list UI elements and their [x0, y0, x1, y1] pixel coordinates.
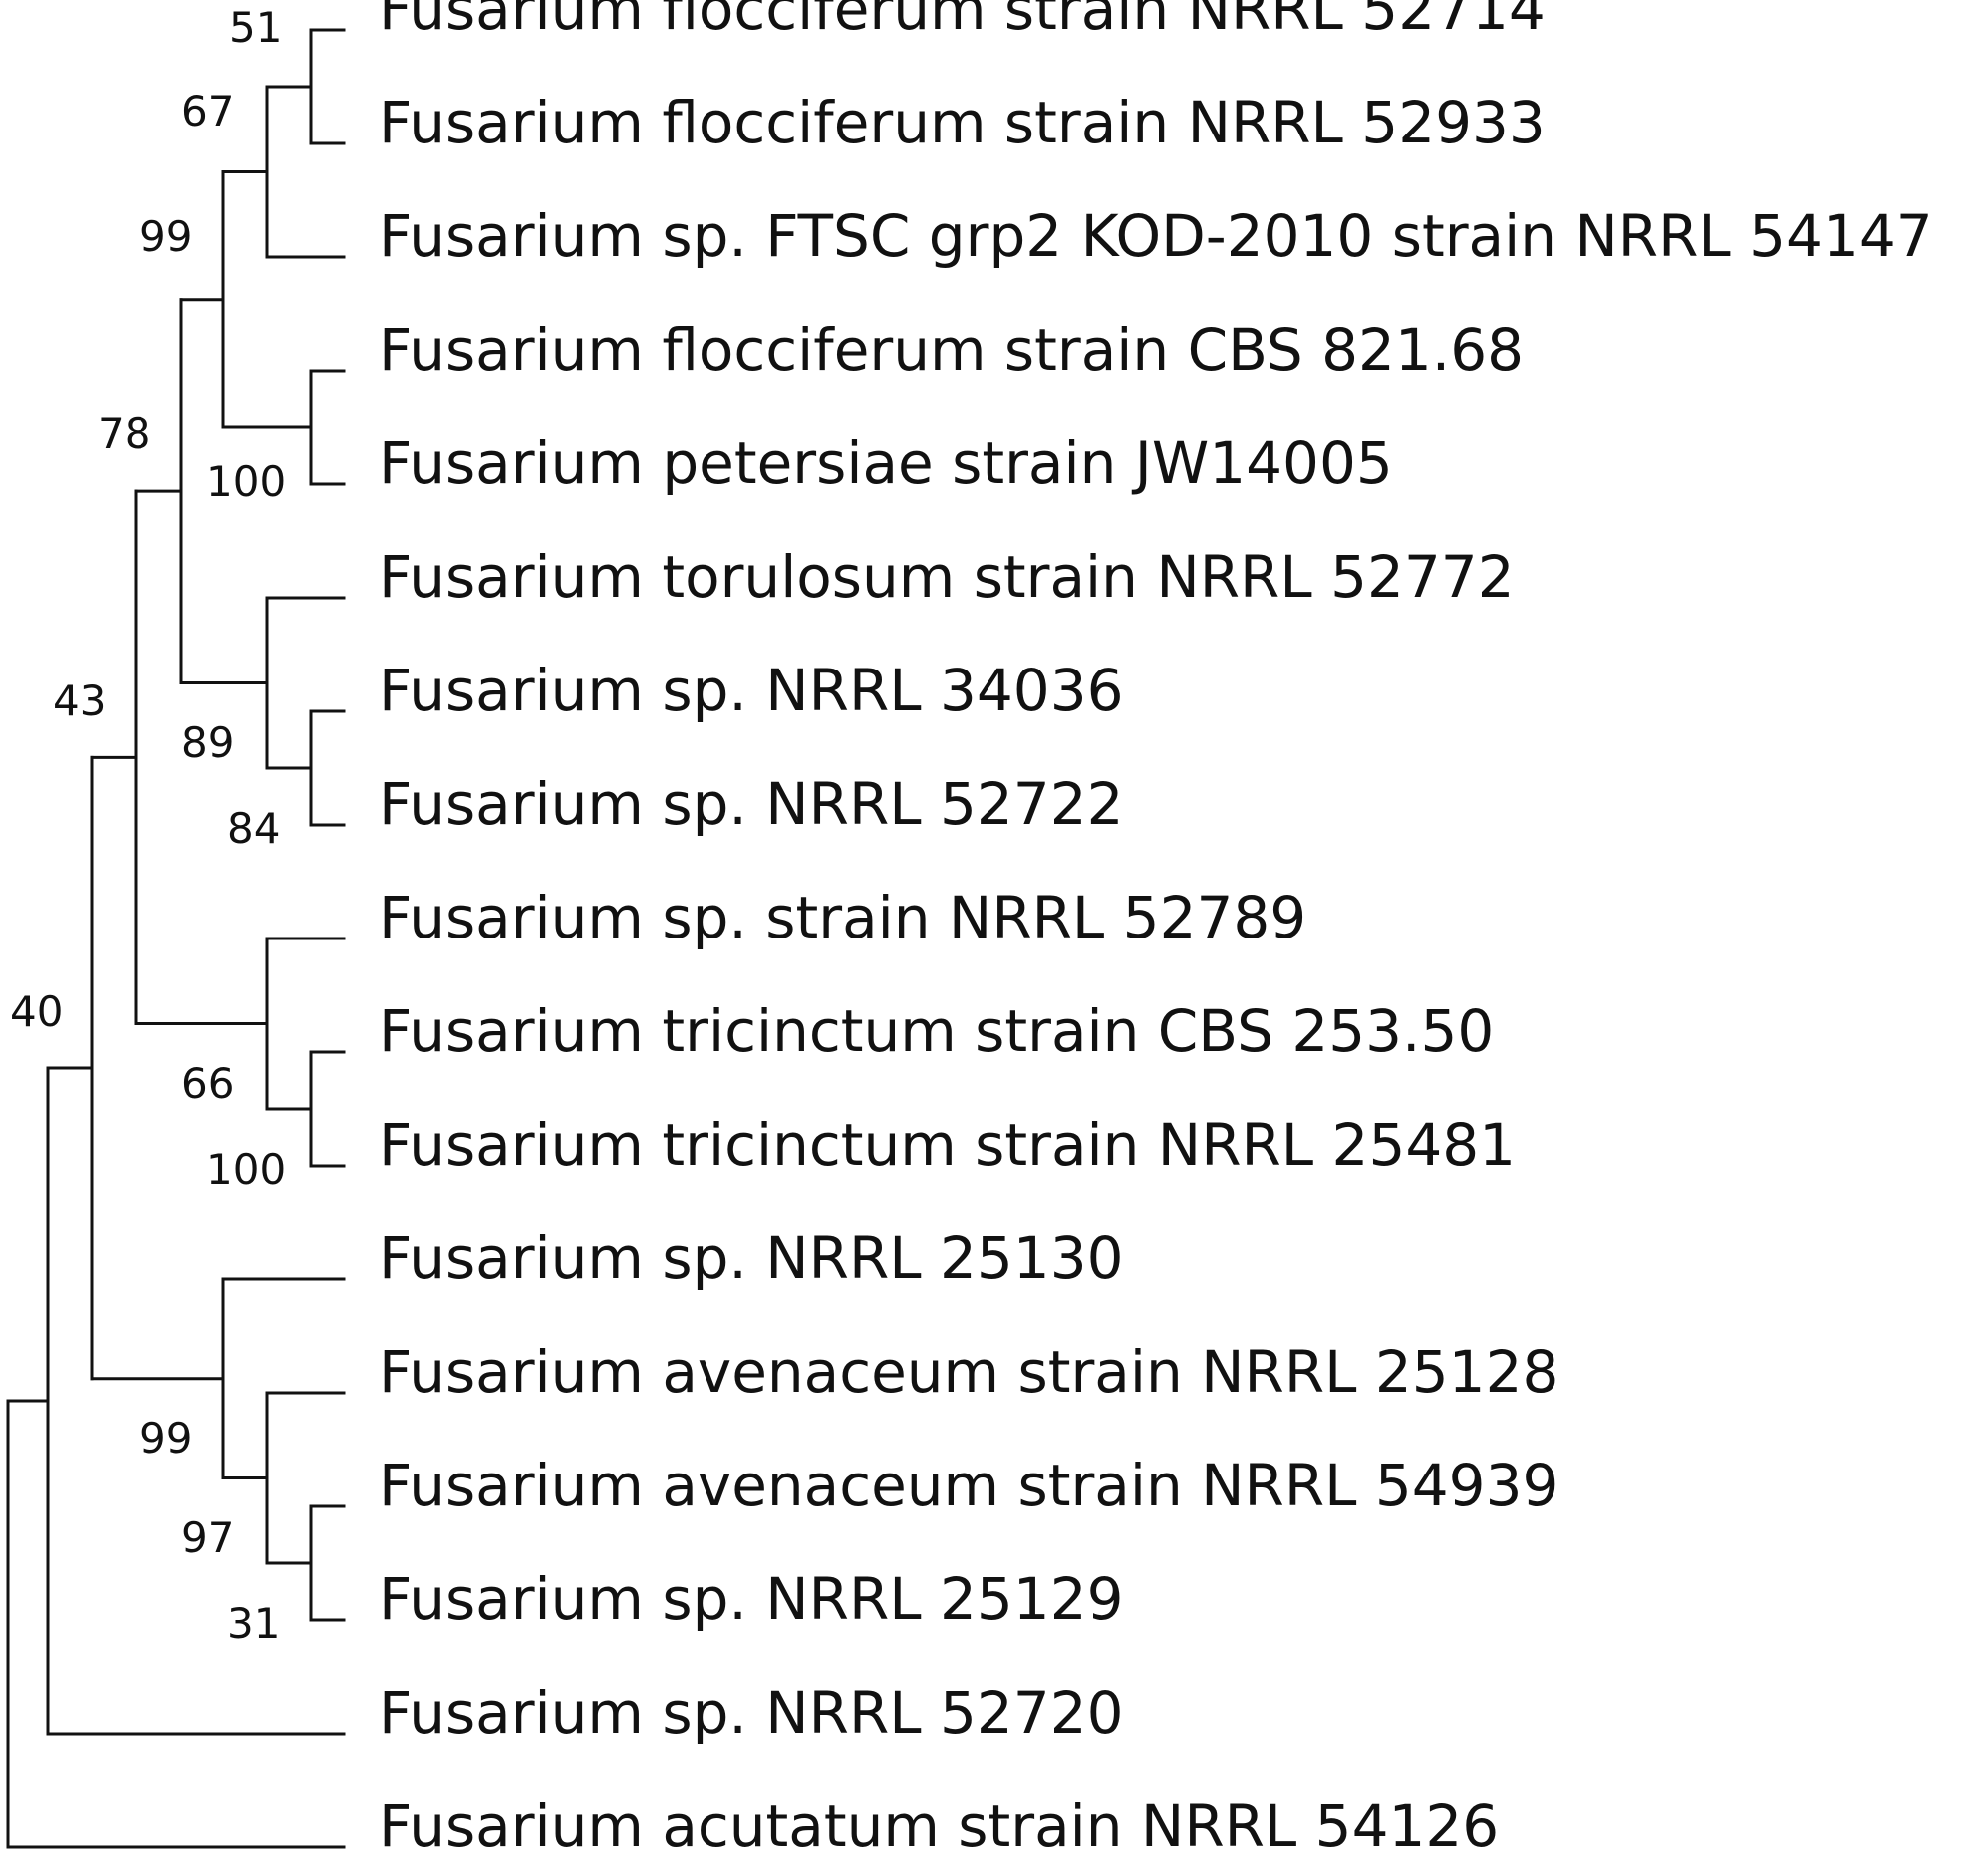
taxon-label: Fusarium flocciferum strain NRRL 52714 [379, 0, 1546, 43]
bootstrap-value: 51 [229, 3, 282, 52]
bootstrap-value: 97 [181, 1513, 234, 1562]
taxon-label: Fusarium acutatum strain NRRL 54126 [379, 1792, 1499, 1860]
bootstrap-value: 99 [140, 212, 192, 261]
taxon-label: Fusarium flocciferum strain CBS 821.68 [379, 316, 1524, 384]
taxon-labels: Fusarium flocciferum strain NRRL 52714 F… [379, 0, 1933, 1860]
taxon-label: Fusarium sp. NRRL 25130 [379, 1224, 1124, 1292]
bootstrap-value: 78 [98, 409, 150, 458]
taxon-label: Fusarium sp. NRRL 34036 [379, 657, 1124, 724]
taxon-label: Fusarium flocciferum strain NRRL 52933 [379, 89, 1546, 156]
taxon-label: Fusarium sp. NRRL 25129 [379, 1565, 1124, 1633]
bootstrap-value: 66 [181, 1059, 234, 1108]
taxon-label: Fusarium sp. FTSC grp2 KOD-2010 strain N… [379, 202, 1933, 270]
taxon-label: Fusarium avenaceum strain NRRL 25128 [379, 1338, 1558, 1406]
bootstrap-value: 31 [227, 1599, 280, 1648]
bootstrap-value: 40 [10, 987, 63, 1036]
bootstrap-value: 84 [227, 804, 280, 853]
bootstrap-value: 100 [206, 1145, 286, 1194]
taxon-label: Fusarium torulosum strain NRRL 52772 [379, 543, 1515, 611]
bootstrap-values: 51 67 99 100 78 89 84 66 100 43 99 97 31… [10, 3, 286, 1648]
taxon-label: Fusarium sp. NRRL 52720 [379, 1679, 1124, 1746]
taxon-label: Fusarium tricinctum strain CBS 253.50 [379, 997, 1494, 1065]
taxon-label: Fusarium sp. strain NRRL 52789 [379, 884, 1306, 951]
bootstrap-value: 89 [181, 718, 234, 767]
taxon-label: Fusarium avenaceum strain NRRL 54939 [379, 1452, 1558, 1519]
bootstrap-value: 99 [140, 1414, 192, 1463]
taxon-label: Fusarium tricinctum strain NRRL 25481 [379, 1111, 1516, 1179]
taxon-label: Fusarium petersiae strain JW14005 [379, 429, 1393, 497]
bootstrap-value: 100 [206, 457, 286, 506]
tree-branches [6, 28, 346, 1849]
bootstrap-value: 43 [53, 676, 106, 725]
bootstrap-value: 67 [181, 87, 234, 135]
taxon-label: Fusarium sp. NRRL 52722 [379, 770, 1124, 838]
